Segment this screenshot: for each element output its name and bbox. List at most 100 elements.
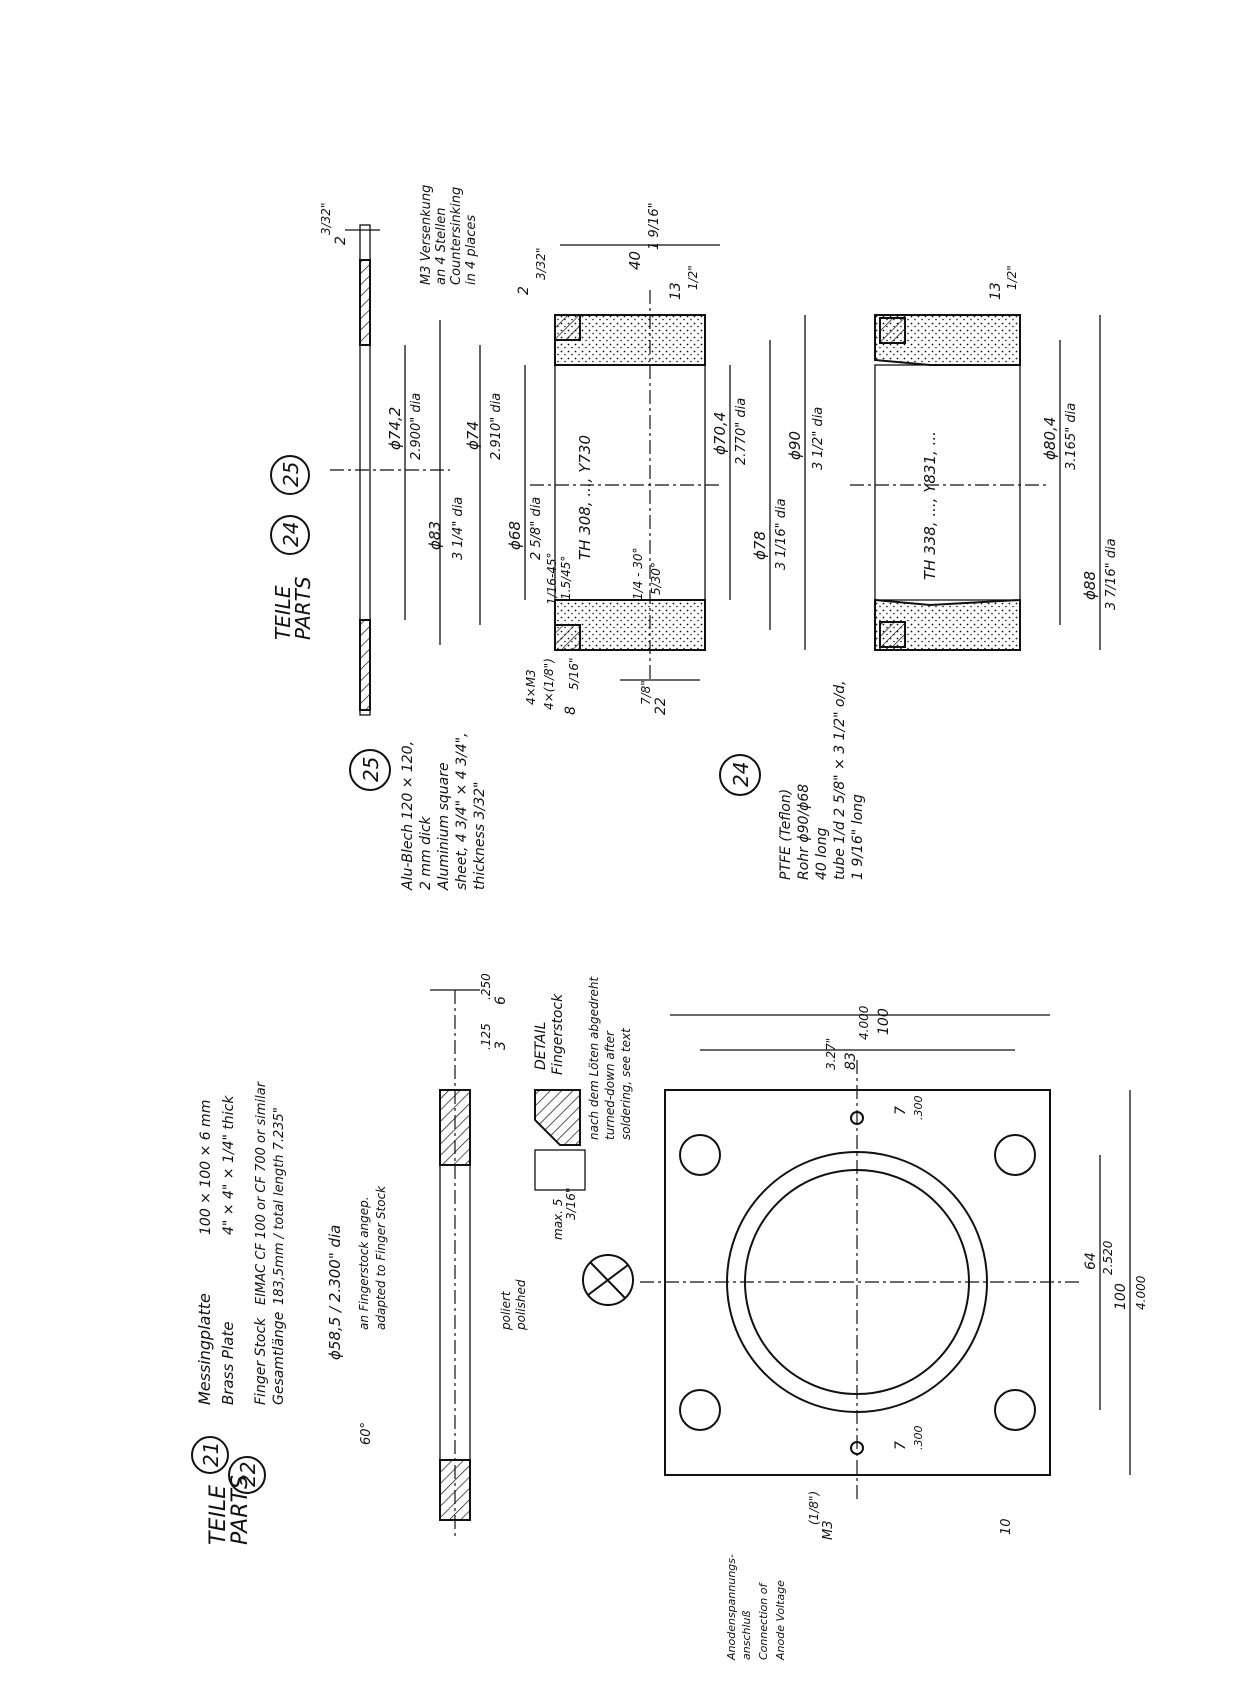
part-21-name-en: Brass Plate	[219, 1321, 237, 1405]
detail-1: DETAIL	[533, 1022, 549, 1070]
dim-d585: ϕ58,5 / 2.300" dia	[326, 1225, 344, 1360]
dim-m3a-in: 4×(1/8")	[542, 658, 556, 710]
m3-countersink-note: M3 Versenkung an 4 Stellen Countersinkin…	[419, 185, 479, 285]
dim-t3: 3	[493, 1041, 509, 1050]
dim-two: 2	[333, 236, 349, 245]
dim-7a-in: .300	[912, 1096, 925, 1121]
dim-h100: 100	[1113, 1283, 1129, 1310]
fingerstock-detail	[534, 1089, 634, 1306]
anode-1: Anodenspannungs-	[725, 1554, 738, 1661]
dim-chamfer2-in: 1/4 - 30°	[631, 547, 645, 600]
dim-22: 22	[653, 697, 669, 715]
dim-h64-in: 2.520	[1101, 1240, 1115, 1275]
dim-d88-in: 3 7/16" dia	[1104, 538, 1119, 610]
dim-d704-in: 2.770" dia	[734, 398, 749, 465]
dim-two-in: 3/32"	[319, 203, 333, 235]
dim-d68: ϕ68	[506, 521, 524, 550]
part-22-spec: EIMAC CF 100 or CF 700 or similar	[254, 1080, 269, 1305]
dim-w83-in: 3.27"	[824, 1038, 838, 1070]
dim-d90: ϕ90	[786, 431, 804, 460]
part-21-size-in: 4" × 4" × 1/4" thick	[221, 1095, 237, 1235]
dim-d704: ϕ70,4	[711, 412, 729, 455]
part25-line1: Alu-Blech 120 × 120,	[400, 741, 416, 891]
finger-note1: an Fingerstock angep.	[357, 1196, 371, 1330]
part-22-name-de: Finger Stock	[253, 1317, 269, 1405]
dim-7b-in: .300	[912, 1426, 925, 1451]
dim-7a: 7	[893, 1106, 909, 1115]
part24-line2: Rohr ϕ90/ϕ68	[796, 784, 812, 880]
dim-d74: ϕ74	[464, 421, 482, 450]
dim-two-b-in: 3/32"	[534, 248, 548, 280]
part24-tube-section-upper	[530, 290, 720, 680]
dim-max5-in: 3/16"	[564, 1188, 578, 1220]
part24-tube-section-lower	[850, 314, 1050, 651]
dim-h64: 64	[1083, 1252, 1099, 1270]
dim-d83: ϕ83	[426, 521, 444, 550]
part25-line2: 2 mm dick	[418, 815, 434, 890]
dim-d742-in: 2.900" dia	[409, 393, 424, 460]
solder-1: nach dem Löten abgedreht	[587, 975, 601, 1140]
dim-13-b-in: 1/2"	[1005, 265, 1019, 290]
part21-plate-plan	[640, 1014, 1131, 1500]
dim-m3b: M3	[821, 1521, 836, 1541]
part-22-length: 183,5mm / total length 7.235"	[272, 1107, 287, 1305]
dim-13-in: 1/2"	[686, 265, 700, 290]
dim-m3a: 4×M3	[524, 669, 538, 705]
dim-d742: ϕ74,2	[386, 407, 404, 450]
part25-line5: thickness 3/32"	[472, 782, 488, 890]
dim-7b: 7	[893, 1441, 909, 1450]
solder-3: soldering, see text	[619, 1027, 633, 1140]
part25-plate-section	[330, 224, 450, 716]
part24-line1: PTFE (Teflon)	[778, 789, 794, 880]
dim-13: 13	[668, 282, 684, 300]
part-21-name-de: Messingplatte	[195, 1293, 214, 1405]
detail-2: Fingerstock	[550, 993, 566, 1075]
dim-len40: 40	[626, 251, 644, 270]
dim-len40-in: 1 9/16"	[647, 202, 662, 250]
right-parts-header: TEILE PARTS 24 25	[270, 455, 315, 640]
dim-22-in: 7/8"	[639, 680, 653, 705]
part25-note: 25 Alu-Blech 120 × 120, 2 mm dick Alumin…	[349, 732, 488, 891]
dim-chamfer2: 5/30°	[649, 562, 663, 595]
dim-d68-in: 2 5/8" dia	[529, 497, 544, 560]
part-22-number: 22	[236, 1462, 260, 1487]
dim-t6: 6	[493, 996, 509, 1005]
dim-w100: 100	[876, 1008, 892, 1035]
dim-d804-in: 3.165" dia	[1064, 403, 1079, 470]
part24-line5: 1 9/16" long	[850, 794, 866, 880]
part24-line3: 40 long	[814, 827, 830, 880]
dim-d74-in: 2.910" dia	[489, 393, 504, 460]
anode-3: Connection of	[757, 1582, 770, 1660]
dim-8: 8	[563, 706, 579, 715]
m3-note-line1: M3 Versenkung	[419, 185, 434, 285]
dimension-texts-lower: ϕ58,5 / 2.300" dia an Fingerstock angep.…	[326, 973, 1148, 1661]
part24-note-number: 24	[729, 762, 753, 787]
dim-two-b: 2	[516, 286, 532, 295]
dim-t3-in: .125	[479, 1023, 493, 1050]
part-25-number: 25	[279, 462, 303, 487]
part24-line4: tube 1/d 2 5/8" × 3 1/2" o/d,	[832, 680, 848, 880]
dim-w100-in: 4.000	[857, 1005, 871, 1040]
m3-note-line2: an 4 Stellen	[434, 207, 449, 285]
dim-m3b-in: (1/8")	[807, 1491, 821, 1525]
dimension-lines-upper	[404, 244, 1101, 681]
teile-label-left: TEILE	[206, 1485, 231, 1545]
part25-line3: Aluminium square	[436, 762, 452, 891]
tube-label-1: TH 308, ..., Y730	[576, 435, 594, 560]
dim-10: 10	[999, 1518, 1014, 1535]
dim-chamfer1-in: 1/16-45°	[545, 552, 559, 605]
dim-chamfer1: 1.5/45°	[559, 556, 573, 600]
tube-label-2: TH 338, ..., Y831, ...	[921, 431, 939, 580]
m3-note-line4: in 4 places	[464, 215, 479, 285]
part25-line4: sheet, 4 3/4" × 4 3/4",	[454, 732, 470, 890]
dim-8-in: 5/16"	[567, 658, 581, 690]
dim-d78-in: 3 1/16" dia	[774, 498, 789, 570]
teile-label-right: TEILE	[271, 585, 295, 640]
dim-h100-in: 4.000	[1134, 1275, 1148, 1310]
part24-note: 24 PTFE (Teflon) Rohr ϕ90/ϕ68 40 long tu…	[719, 680, 866, 880]
finger-note2: adapted to Finger Stock	[374, 1185, 388, 1330]
dim-t6-in: .250	[479, 973, 493, 1000]
polished-1: poliert	[499, 1290, 513, 1331]
anode-2: anschluß	[740, 1611, 753, 1660]
